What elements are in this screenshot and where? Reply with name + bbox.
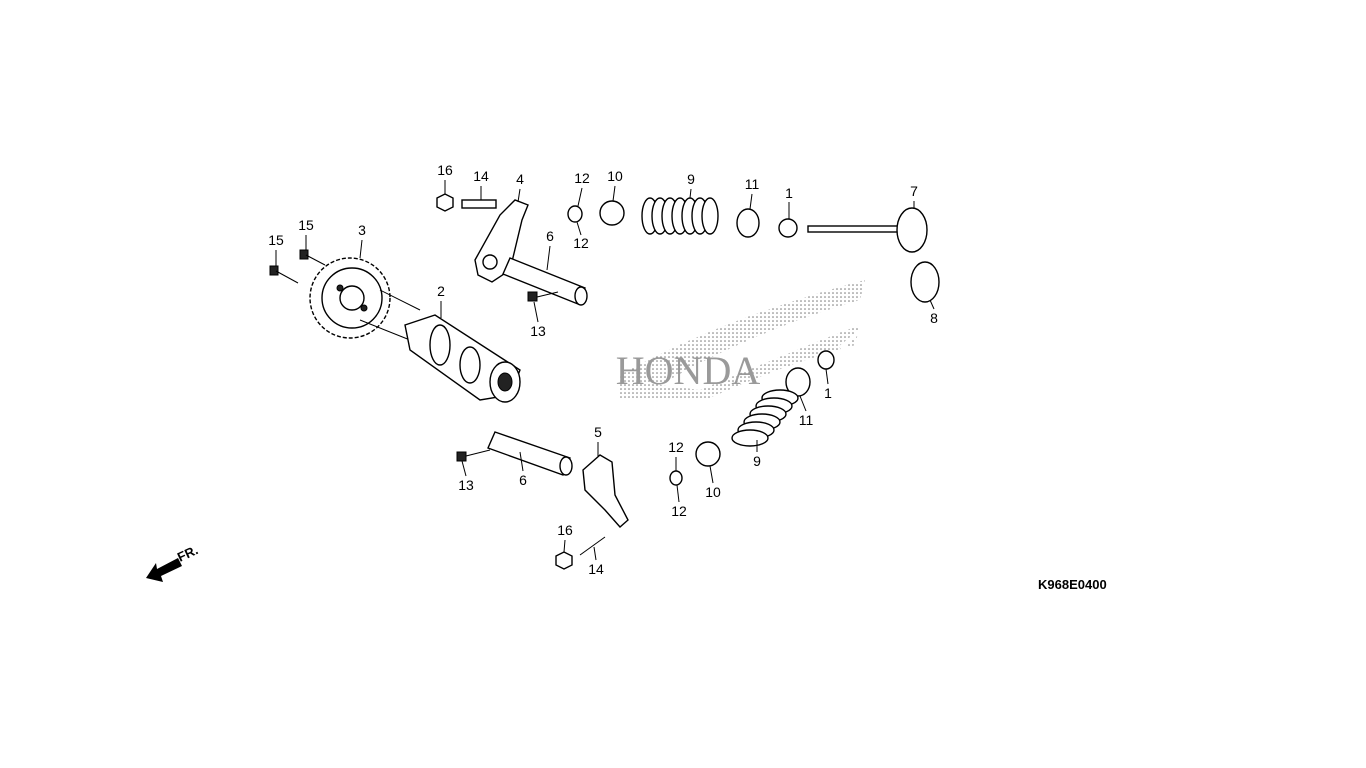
callout-11: 11	[799, 412, 814, 428]
callout-5: 5	[594, 424, 602, 440]
callout-15: 15	[298, 217, 314, 233]
callout-15: 15	[268, 232, 284, 248]
spring-9-bottom	[731, 389, 799, 447]
callout-3: 3	[358, 222, 366, 238]
callout-9: 9	[687, 171, 695, 187]
fr-label: FR.	[175, 542, 200, 564]
arrow-icon	[146, 558, 182, 582]
leader-lines	[275, 180, 935, 561]
callout-12: 12	[574, 170, 590, 186]
callout-8: 8	[930, 310, 938, 326]
callout-6: 6	[519, 472, 527, 488]
callout-10: 10	[705, 484, 721, 500]
rocker-shaft-6-bottom	[487, 431, 573, 476]
watermark-text: HONDA	[616, 348, 761, 393]
cotter-12-bottom	[669, 470, 683, 486]
callout-11: 11	[745, 176, 760, 192]
seal-10-bottom	[695, 441, 721, 467]
adjuster-14-top	[461, 199, 497, 209]
retainer-11-top	[736, 208, 760, 238]
callout-4: 4	[516, 171, 524, 187]
callout-12: 12	[671, 503, 687, 519]
cam-sprocket	[309, 257, 391, 339]
adjuster-14-bottom	[579, 536, 606, 556]
camshaft	[404, 314, 521, 403]
valve-7	[807, 207, 928, 253]
callout-1: 1	[785, 185, 793, 201]
cotter-12-top	[567, 205, 583, 223]
rocker-shaft-6-top	[502, 257, 588, 306]
bolt-15a	[299, 249, 326, 266]
spring-9-top	[641, 197, 719, 235]
callout-9: 9	[753, 453, 761, 469]
front-direction-arrow: FR.	[146, 542, 200, 582]
callout-13: 13	[530, 323, 546, 339]
callout-6: 6	[546, 228, 554, 244]
nut-16-bottom	[555, 551, 573, 570]
bolt-13-bottom	[456, 449, 491, 462]
callout-14: 14	[473, 168, 489, 184]
callout-16: 16	[437, 162, 453, 178]
diagram-code: K968E0400	[1038, 577, 1107, 592]
bolt-13-top	[527, 291, 559, 302]
callout-12: 12	[668, 439, 684, 455]
seal-10-top	[599, 200, 625, 226]
bolt-15b	[269, 265, 299, 284]
callout-13: 13	[458, 477, 474, 493]
valve-8	[838, 261, 940, 350]
stem-seal-1-top	[778, 218, 798, 238]
callout-1: 1	[824, 385, 832, 401]
callout-16: 16	[557, 522, 573, 538]
nut-16-top	[436, 193, 454, 212]
callout-2: 2	[437, 283, 445, 299]
callout-14: 14	[588, 561, 604, 577]
callout-7: 7	[910, 183, 918, 199]
callout-10: 10	[607, 168, 623, 184]
rocker-arm-5	[582, 454, 629, 528]
callout-12: 12	[573, 235, 589, 251]
stem-seal-1-bottom	[817, 350, 835, 370]
honda-watermark	[620, 280, 865, 400]
